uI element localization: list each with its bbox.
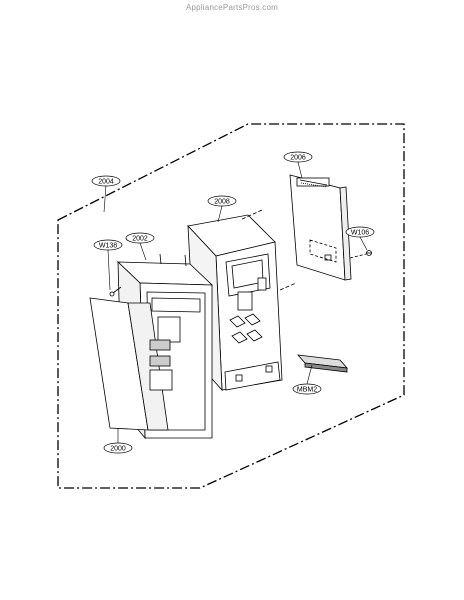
screw-w138 (109, 286, 122, 297)
pcb-board (289, 174, 352, 281)
svg-text:2008: 2008 (214, 199, 230, 206)
callout-mbm2: MBM2 (292, 383, 322, 395)
svg-text:2004: 2004 (98, 179, 114, 186)
svg-text:2006: 2006 (290, 155, 306, 162)
svg-text:MBM2: MBM2 (297, 387, 317, 394)
svg-text:W138: W138 (99, 243, 117, 250)
watermark-text: AppliancePartsPros.com (186, 3, 278, 12)
leader-lines (103, 161, 368, 443)
svg-text:W106: W106 (351, 230, 369, 237)
assembly-boundary (57, 123, 405, 489)
callout-2006: 2006 (283, 151, 313, 163)
callout-2008: 2008 (207, 195, 237, 207)
module-mbm2 (297, 354, 348, 373)
callout-2002: 2002 (125, 232, 155, 244)
screw-w106 (349, 250, 372, 259)
front-sheet (89, 297, 173, 431)
svg-text:2002: 2002 (132, 236, 148, 243)
callout-2004: 2004 (91, 175, 121, 187)
callout-w106: W106 (345, 226, 375, 238)
callout-2000: 2000 (103, 442, 133, 454)
svg-text:2000: 2000 (110, 446, 126, 453)
callout-w138: W138 (93, 239, 123, 251)
